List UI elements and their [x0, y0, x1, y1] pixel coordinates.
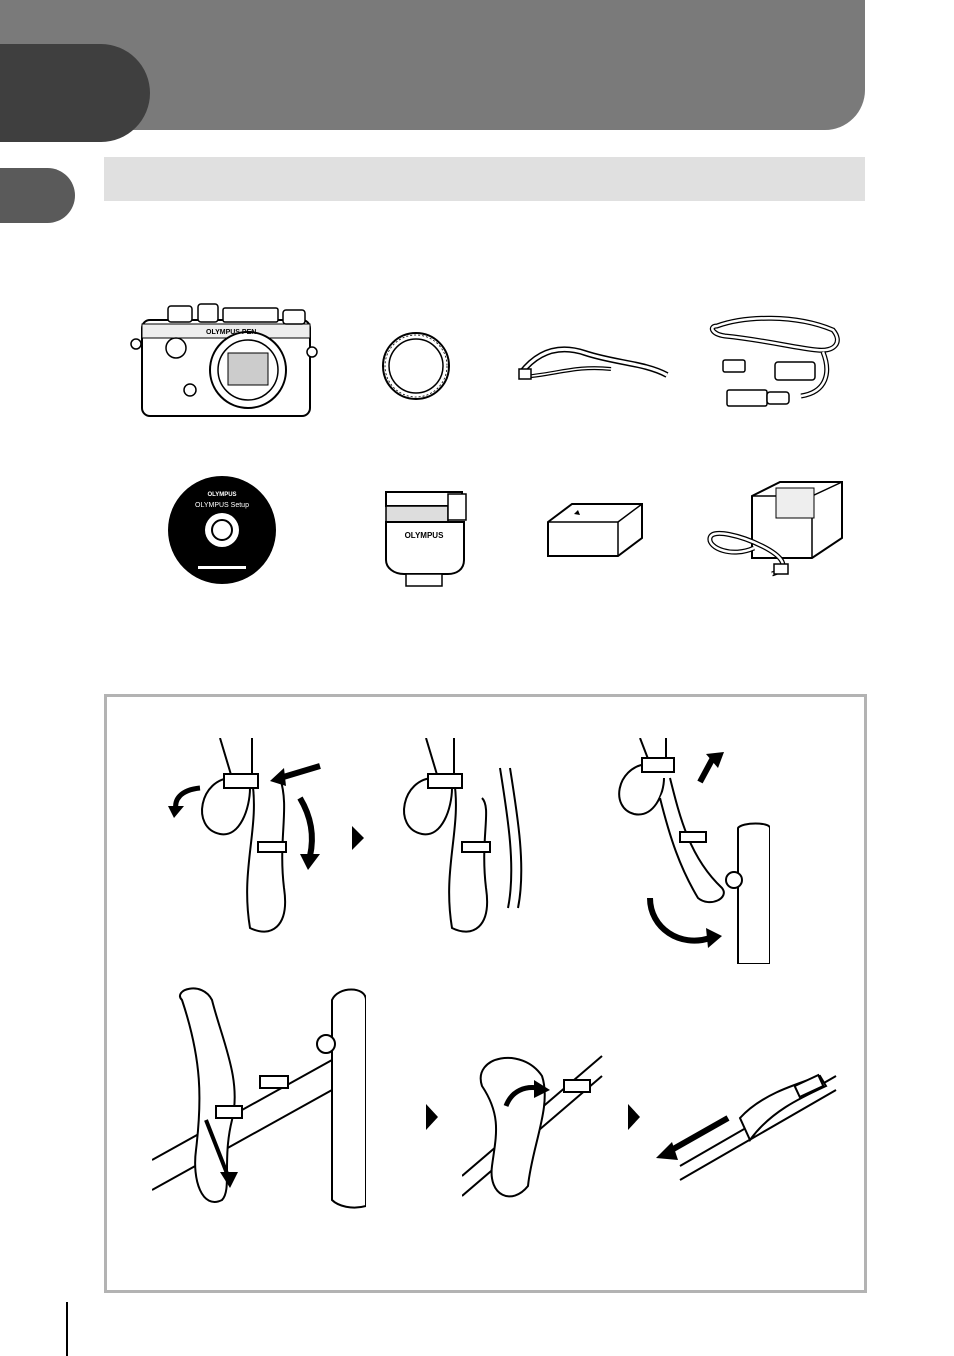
usb-cable-icon: [705, 312, 845, 414]
flash-unit-icon: OLYMPUS: [378, 486, 470, 592]
strap-step-1: [160, 738, 330, 943]
strap-step-2: [382, 738, 542, 943]
camera-brand-label: OLYMPUS PEN: [206, 329, 256, 336]
setup-cd-icon: OLYMPUS OLYMPUS Setup: [166, 474, 278, 586]
step-arrow-icon: [352, 826, 364, 855]
cd-brand-label: OLYMPUS: [207, 492, 236, 498]
strap-step-6: [650, 1046, 840, 1191]
section-heading-bar: [104, 157, 865, 201]
page-margin-rule: [66, 1302, 68, 1356]
strap-step-5: [462, 1046, 608, 1211]
strap-step-3: [610, 738, 770, 969]
shoulder-strap-icon: [515, 335, 675, 385]
battery-pack-icon: [544, 500, 648, 560]
camera-body-icon: OLYMPUS PEN: [128, 298, 318, 422]
cd-title-label: OLYMPUS Setup: [195, 502, 249, 509]
flash-brand-label: OLYMPUS: [405, 531, 444, 540]
chapter-number-tab: [0, 44, 150, 142]
section-side-tab: [0, 168, 75, 223]
strap-step-4: [152, 980, 366, 1215]
body-cap-icon: [380, 330, 452, 402]
step-arrow-icon: [628, 1104, 640, 1135]
battery-charger-icon: [702, 478, 852, 580]
step-arrow-icon: [426, 1104, 438, 1135]
